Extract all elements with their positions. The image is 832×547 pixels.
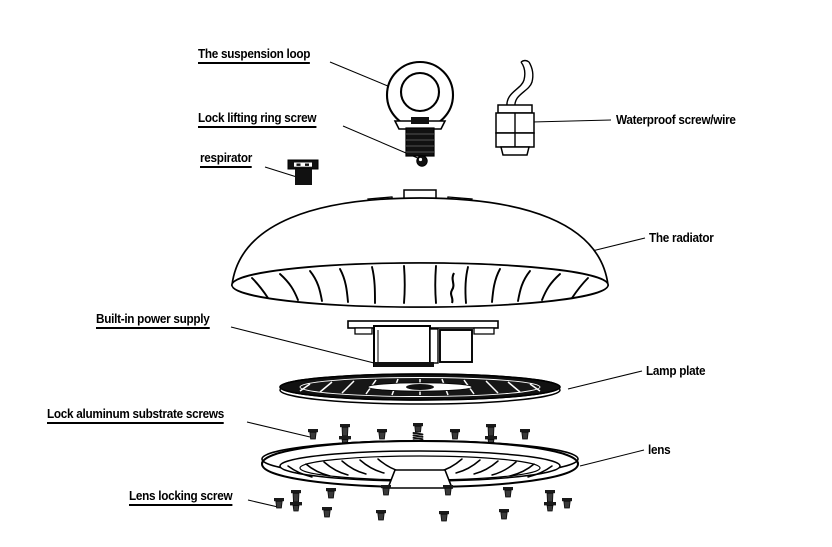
- label-lamp-plate: Lamp plate: [646, 364, 706, 378]
- label-lock-aluminum-substrate-screws: Lock aluminum substrate screws: [47, 408, 224, 424]
- leader-lamp-plate: [567, 370, 643, 390]
- label-waterproof-screw-wire: Waterproof screw/wire: [616, 113, 736, 127]
- leader-lens: [579, 449, 645, 467]
- part-power-supply: [347, 320, 499, 367]
- part-lens: [260, 439, 580, 489]
- leader-lock-aluminum-substrate-screws: [246, 421, 311, 438]
- label-lens: lens: [648, 443, 671, 457]
- part-lock-lifting-ring-screw: [416, 155, 428, 167]
- leader-the-radiator: [587, 237, 646, 253]
- label-the-radiator: The radiator: [649, 231, 714, 245]
- part-lamp-plate: [279, 373, 561, 405]
- leader-built-in-power-supply: [230, 326, 379, 365]
- part-waterproof-connector: [495, 59, 535, 156]
- part-respirator: [287, 159, 319, 185]
- leader-lines: [230, 61, 646, 508]
- leader-lens-locking-screw: [247, 499, 279, 508]
- label-lock-lifting-ring-screw: Lock lifting ring screw: [198, 112, 317, 128]
- label-suspension-loop: The suspension loop: [198, 48, 310, 64]
- part-suspension-loop: [385, 60, 455, 157]
- leader-waterproof-screw-wire: [531, 119, 612, 123]
- label-lens-locking-screw: Lens locking screw: [129, 490, 233, 506]
- part-radiator: [231, 189, 609, 308]
- label-built-in-power-supply: Built-in power supply: [96, 313, 210, 329]
- label-respirator: respirator: [200, 152, 252, 168]
- leader-respirator: [264, 166, 301, 179]
- lens-screw-row: [273, 484, 573, 522]
